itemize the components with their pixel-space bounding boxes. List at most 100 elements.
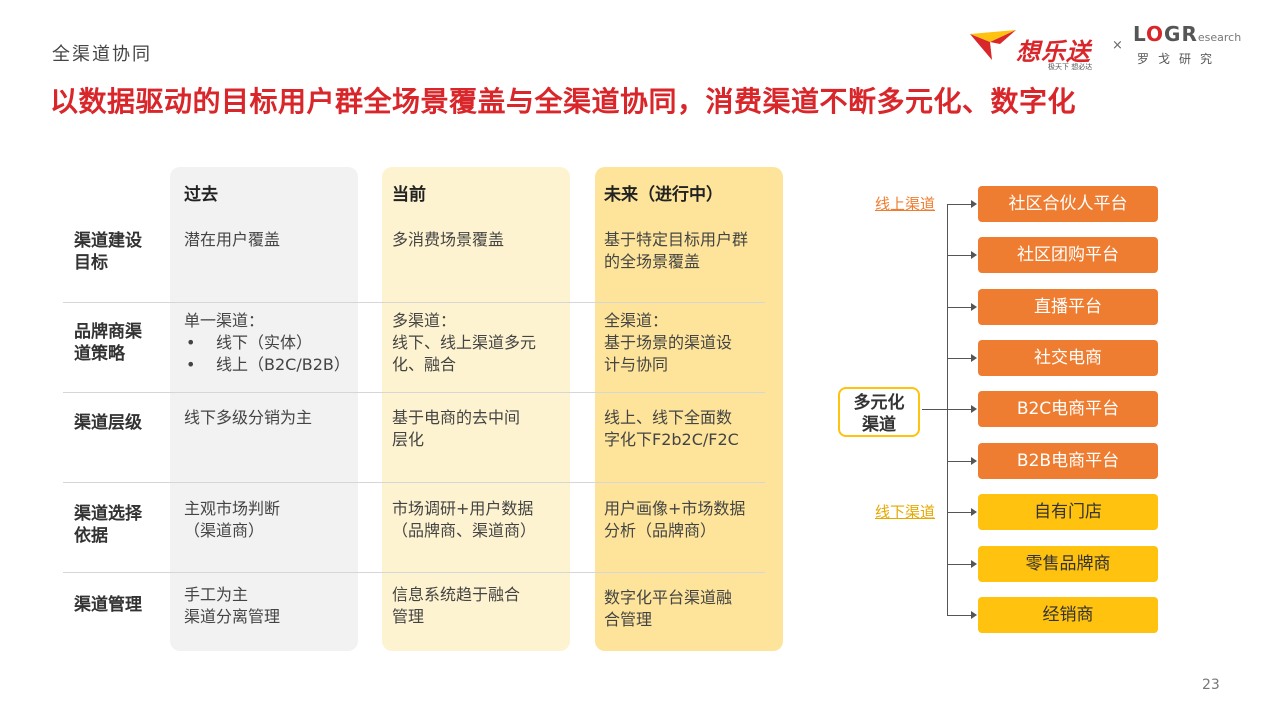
row-divider — [63, 572, 765, 573]
cell-line: 合管理 — [604, 610, 653, 629]
row-label-line: 依据 — [74, 526, 108, 546]
row-label-channel-management: 渠道管理 — [74, 594, 164, 616]
cell-line: 分析（品牌商） — [604, 521, 717, 540]
cell-line: 基于特定目标用户群 — [604, 230, 749, 249]
branch-arrow-icon — [947, 354, 977, 362]
cell-line: 用户画像+市场数据 — [604, 499, 746, 518]
row-label-line: 道策略 — [74, 344, 125, 364]
cell-line: 基于电商的去中间 — [392, 408, 521, 427]
core-line: 多元化 — [853, 393, 905, 413]
row-divider — [63, 302, 765, 303]
cell-line: 基于场景的渠道设 — [604, 333, 733, 352]
row-label-channel-goal: 渠道建设 目标 — [74, 230, 164, 274]
online-channel-label: 线上渠道 — [875, 195, 936, 213]
page-title: 以数据驱动的目标用户群全场景覆盖与全渠道协同，消费渠道不断多元化、数字化 — [50, 85, 1077, 118]
channel-own-store: 自有门店 — [978, 494, 1158, 530]
cell-now: 多渠道： 线下、线上渠道多元 化、融合 — [392, 310, 536, 376]
cell-past: 潜在用户覆盖 — [184, 229, 280, 251]
cell-future: 数字化平台渠道融 合管理 — [604, 587, 732, 631]
row-label-line: 目标 — [74, 253, 108, 273]
channel-b2b: B2B电商平台 — [978, 443, 1158, 479]
bullet-item: • 线上（B2C/B2B） — [184, 354, 350, 376]
channel-live-stream: 直播平台 — [978, 289, 1158, 325]
cell-line: 计与协同 — [604, 355, 669, 374]
cell-line: （渠道商） — [184, 521, 265, 540]
cell-line: 管理 — [392, 607, 425, 626]
cell-line: （品牌商、渠道商） — [392, 521, 537, 540]
channel-distributor: 经销商 — [978, 597, 1158, 633]
core-line: 渠道 — [862, 415, 896, 435]
cell-now: 市场调研+用户数据 （品牌商、渠道商） — [392, 498, 536, 542]
branch-arrow-icon — [947, 457, 977, 465]
section-label: 全渠道协同 — [52, 44, 152, 65]
trunk-line — [947, 204, 948, 616]
cell-future: 线上、线下全面数 字化下F2b2C/F2C — [604, 407, 739, 451]
cell-line: 多消费场景覆盖 — [392, 230, 505, 249]
column-past-bg — [170, 167, 358, 651]
branch-arrow-icon — [947, 251, 977, 259]
cell-future: 基于特定目标用户群 的全场景覆盖 — [604, 229, 748, 273]
channel-retail-brand: 零售品牌商 — [978, 546, 1158, 582]
bullet-text: 线下（实体） — [216, 333, 313, 352]
column-future-bg — [595, 167, 783, 651]
row-label-line: 渠道选择 — [74, 504, 142, 524]
branch-arrow-icon — [947, 560, 977, 568]
column-now-bg — [382, 167, 570, 651]
cell-line: 主观市场判断 — [184, 499, 281, 518]
channel-social-ecommerce: 社交电商 — [978, 340, 1158, 376]
cell-line: 线下多级分销为主 — [184, 408, 313, 427]
brand-logo-primary: 想乐送 极天下 想必达 — [968, 20, 1104, 72]
cell-line: 市场调研+用户数据 — [392, 499, 534, 518]
column-header-past: 过去 — [184, 185, 218, 205]
channel-b2c: B2C电商平台 — [978, 391, 1158, 427]
cell-line: 信息系统趋于融合 — [392, 585, 521, 604]
cell-line: 字化下F2b2C/F2C — [604, 430, 739, 449]
cell-now: 基于电商的去中间 层化 — [392, 407, 520, 451]
cell-past: 单一渠道： • 线下（实体） • 线上（B2C/B2B） — [184, 310, 350, 376]
logo-area: 想乐送 极天下 想必达 × LOGResearch 罗戈研究 — [968, 18, 1241, 74]
row-label-line: 品牌商渠 — [74, 322, 142, 342]
wing-logo-icon — [970, 30, 1016, 60]
channel-community-partner: 社区合伙人平台 — [978, 186, 1158, 222]
diversified-channel-core: 多元化 渠道 — [838, 387, 920, 437]
row-label-line: 渠道层级 — [74, 413, 142, 433]
cell-line: 的全场景覆盖 — [604, 252, 701, 271]
cell-past: 手工为主 渠道分离管理 — [184, 584, 280, 628]
channel-community-group-buy: 社区团购平台 — [978, 237, 1158, 273]
cell-line: 化、融合 — [392, 355, 457, 374]
offline-channel-label: 线下渠道 — [875, 503, 936, 521]
cell-now: 多消费场景覆盖 — [392, 229, 504, 251]
row-label-selection-basis: 渠道选择 依据 — [74, 503, 164, 547]
cell-line: 潜在用户覆盖 — [184, 230, 281, 249]
page-number: 23 — [1202, 677, 1220, 693]
cell-past: 主观市场判断 （渠道商） — [184, 498, 280, 542]
cell-now: 信息系统趋于融合 管理 — [392, 584, 520, 628]
branch-arrow-icon — [947, 611, 977, 619]
cell-line: 多渠道： — [392, 311, 457, 330]
core-connector — [922, 409, 947, 410]
channel-diagram: 多元化 渠道 线上渠道 线下渠道 社区合伙人平台 社区团购平台 直播平台 社交电… — [820, 180, 1220, 640]
logr-o-target-icon: O — [1146, 22, 1165, 46]
cell-past: 线下多级分销为主 — [184, 407, 312, 429]
branch-arrow-icon — [947, 508, 977, 516]
cell-future: 全渠道： 基于场景的渠道设 计与协同 — [604, 310, 732, 376]
cell-line: 渠道分离管理 — [184, 607, 281, 626]
bullet-dot-icon: • — [186, 333, 196, 352]
column-header-now: 当前 — [392, 185, 426, 205]
branch-arrow-icon — [947, 405, 977, 413]
cell-line: 层化 — [392, 430, 425, 449]
logr-l: L — [1133, 22, 1147, 46]
cell-line: 手工为主 — [184, 585, 249, 604]
cell-line: 线上、线下全面数 — [604, 408, 733, 427]
column-header-future: 未来（进行中） — [604, 185, 723, 205]
row-label-brand-strategy: 品牌商渠 道策略 — [74, 321, 164, 365]
row-label-line: 渠道管理 — [74, 595, 142, 615]
bullet-dot-icon: • — [186, 355, 196, 374]
bullet-text: 线上（B2C/B2B） — [216, 355, 350, 374]
cross-sign: × — [1112, 38, 1123, 53]
cell-line: 单一渠道： — [184, 311, 265, 330]
bullet-item: • 线下（实体） — [184, 332, 350, 354]
cell-line: 数字化平台渠道融 — [604, 588, 733, 607]
branch-arrow-icon — [947, 303, 977, 311]
branch-arrow-icon — [947, 200, 977, 208]
